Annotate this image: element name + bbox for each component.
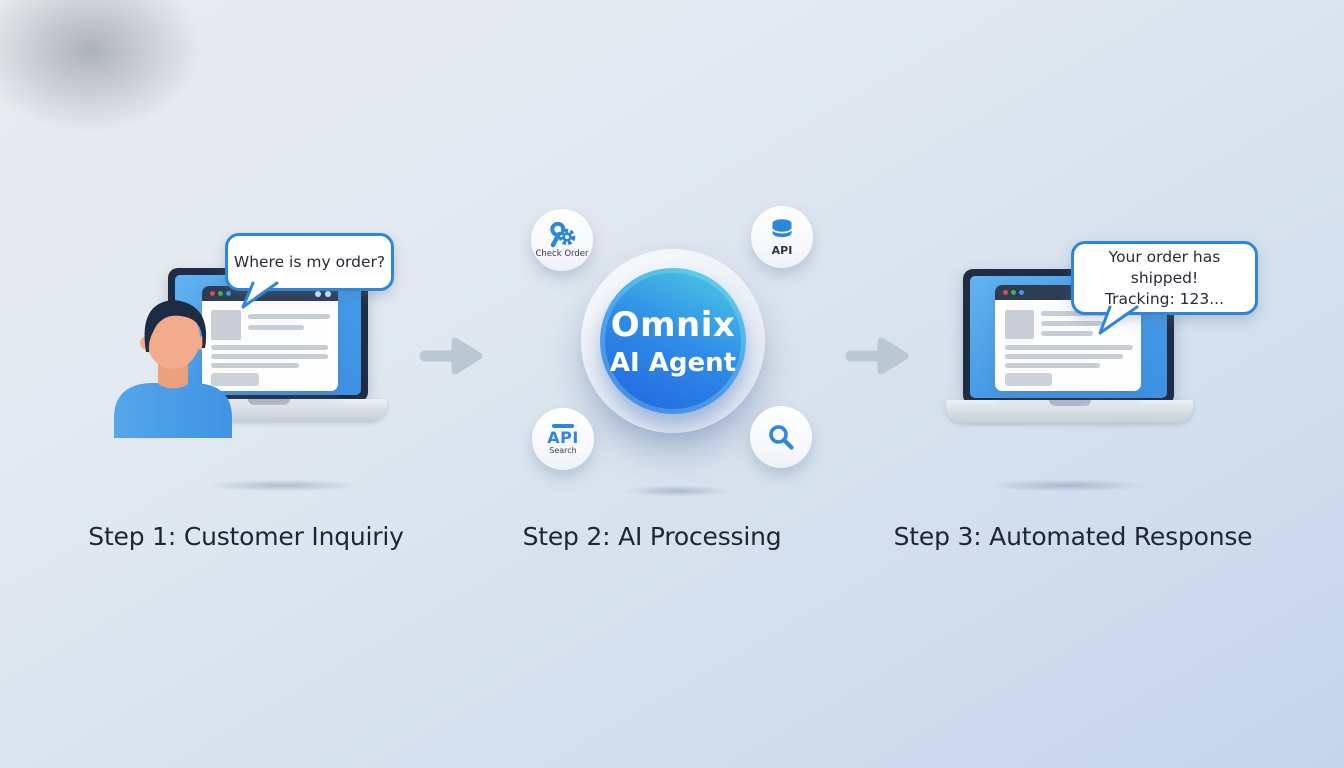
step3-group: Your order has shipped! Tracking: 123...…: [0, 0, 1258, 551]
agent-name: Omnix: [610, 304, 736, 345]
placeholder-line: [1041, 331, 1093, 336]
customer-avatar: [114, 300, 232, 438]
step2-group: Omnix AI Agent Check Order API: [0, 0, 813, 551]
response-speech-line2: Tracking: 123...: [1104, 289, 1225, 308]
placeholder-button: [1005, 373, 1052, 386]
satellite-api: API: [751, 206, 813, 268]
step2-label: Step 2: AI Processing: [522, 522, 782, 551]
laptop-base: [946, 400, 1193, 423]
satellite-check-order-label: Check Order: [535, 248, 589, 259]
placeholder-line: [211, 354, 328, 359]
placeholder-line: [1041, 321, 1111, 326]
browser-control-icon: [325, 290, 331, 297]
window-close-icon: [210, 291, 215, 296]
placeholder-line: [1005, 363, 1100, 368]
magnifier-icon: [769, 425, 794, 450]
window-minimize-icon: [218, 291, 223, 296]
placeholder-line: [248, 314, 330, 319]
browser-control-icon: [315, 290, 321, 297]
api-text: API: [547, 427, 579, 447]
browser-window: [995, 285, 1141, 391]
response-speech-line1: Your order has shipped!: [1108, 247, 1221, 287]
satellite-api-search-label: Search: [549, 445, 577, 455]
placeholder-thumbnail: [211, 310, 241, 340]
satellite-check-order: Check Order: [531, 209, 593, 271]
placeholder-line: [1005, 354, 1123, 359]
step1-label: Step 1: Customer Inquiriy: [88, 522, 404, 551]
customer-speech-text: Where is my order?: [233, 252, 386, 271]
step3-ground-shadow: [957, 477, 1175, 494]
window-maximize-icon: [1019, 290, 1024, 295]
step1-group: Where is my order? Step 1: Customer Inqu…: [0, 0, 404, 551]
agent-ground-shadow: [602, 483, 752, 499]
response-speech-bubble: Your order has shipped! Tracking: 123...: [1071, 241, 1258, 315]
customer-speech-bubble: Where is my order?: [225, 233, 394, 291]
database-icon: [771, 218, 793, 239]
wrench-gear-icon: [550, 221, 576, 247]
placeholder-button: [211, 373, 259, 386]
window-close-icon: [1003, 290, 1008, 295]
bracket-icon: [552, 423, 574, 428]
step1-ground-shadow: [175, 477, 390, 494]
window-minimize-icon: [1011, 290, 1016, 295]
arrow-right-icon: [845, 337, 909, 375]
agent-circle: Omnix AI Agent: [600, 268, 746, 414]
step3-label: Step 3: Automated Response: [893, 522, 1253, 551]
agent-subtitle: AI Agent: [609, 347, 737, 378]
satellite-api-search: API Search: [532, 408, 594, 470]
placeholder-line: [248, 325, 304, 330]
arrow-right-icon: [419, 337, 483, 375]
speech-bubble-tail: [1098, 305, 1139, 335]
satellite-api-label: API: [771, 243, 793, 257]
speech-bubble-tail: [241, 281, 279, 309]
satellite-search: [750, 406, 812, 468]
window-maximize-icon: [226, 291, 231, 296]
placeholder-line: [1005, 345, 1133, 350]
placeholder-line: [211, 345, 328, 350]
placeholder-thumbnail: [1005, 310, 1034, 339]
placeholder-line: [211, 363, 299, 368]
